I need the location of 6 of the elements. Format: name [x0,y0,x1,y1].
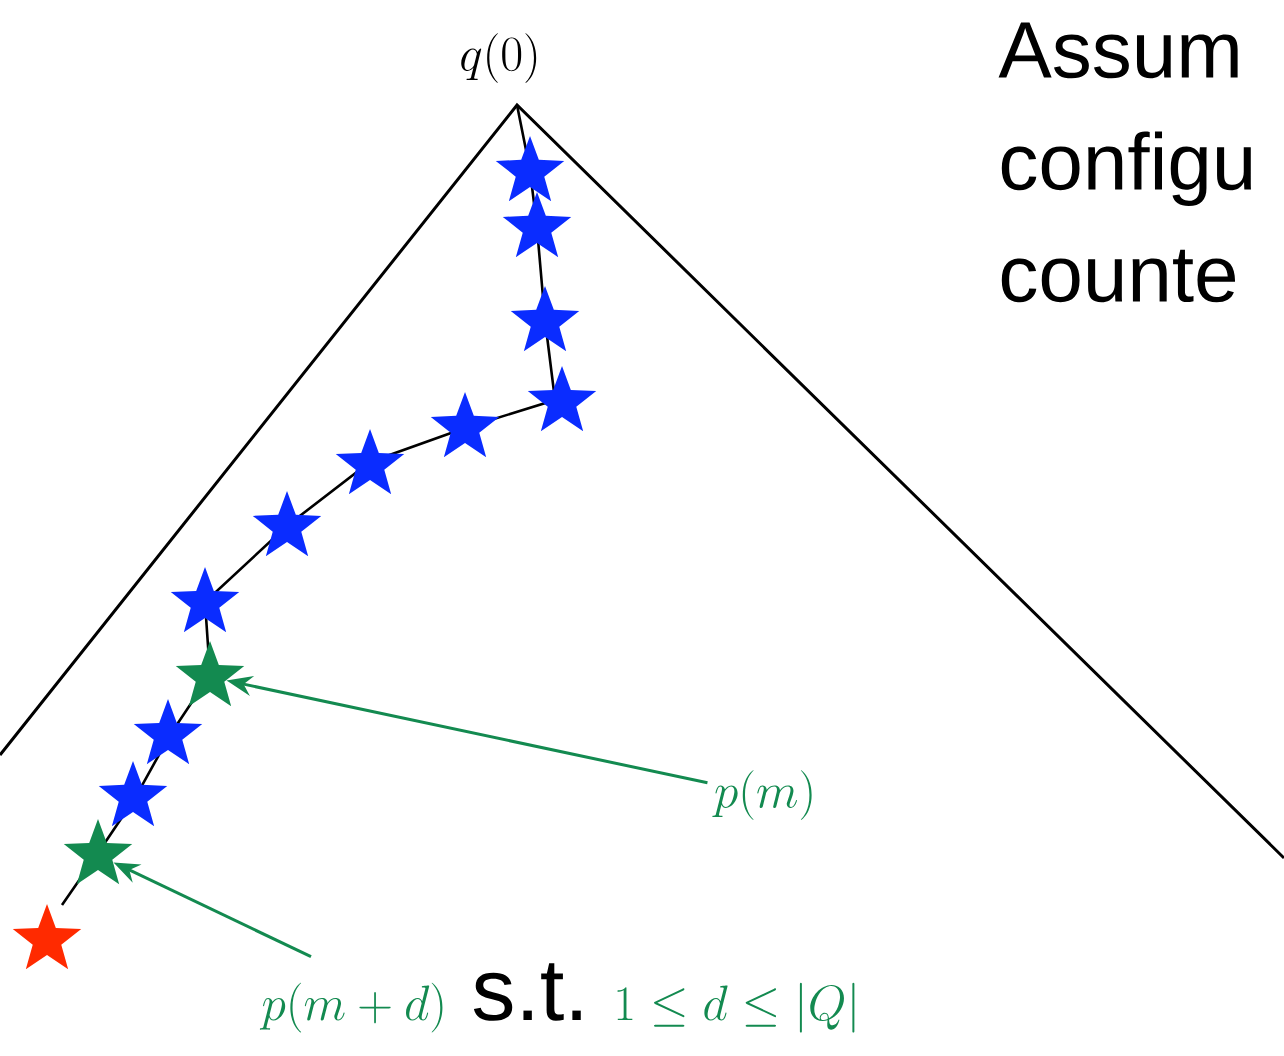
star-marker [175,641,245,707]
math-label: $p(m+d)$ s.t. $1 \leq d \leq |Q|$ [259,963,855,1033]
paragraph-text: Assum configu counte [998,22,1252,303]
math-label: $p(m)$ [712,770,812,820]
star-marker [63,819,133,885]
math-label: $q(0)$ [461,33,537,83]
